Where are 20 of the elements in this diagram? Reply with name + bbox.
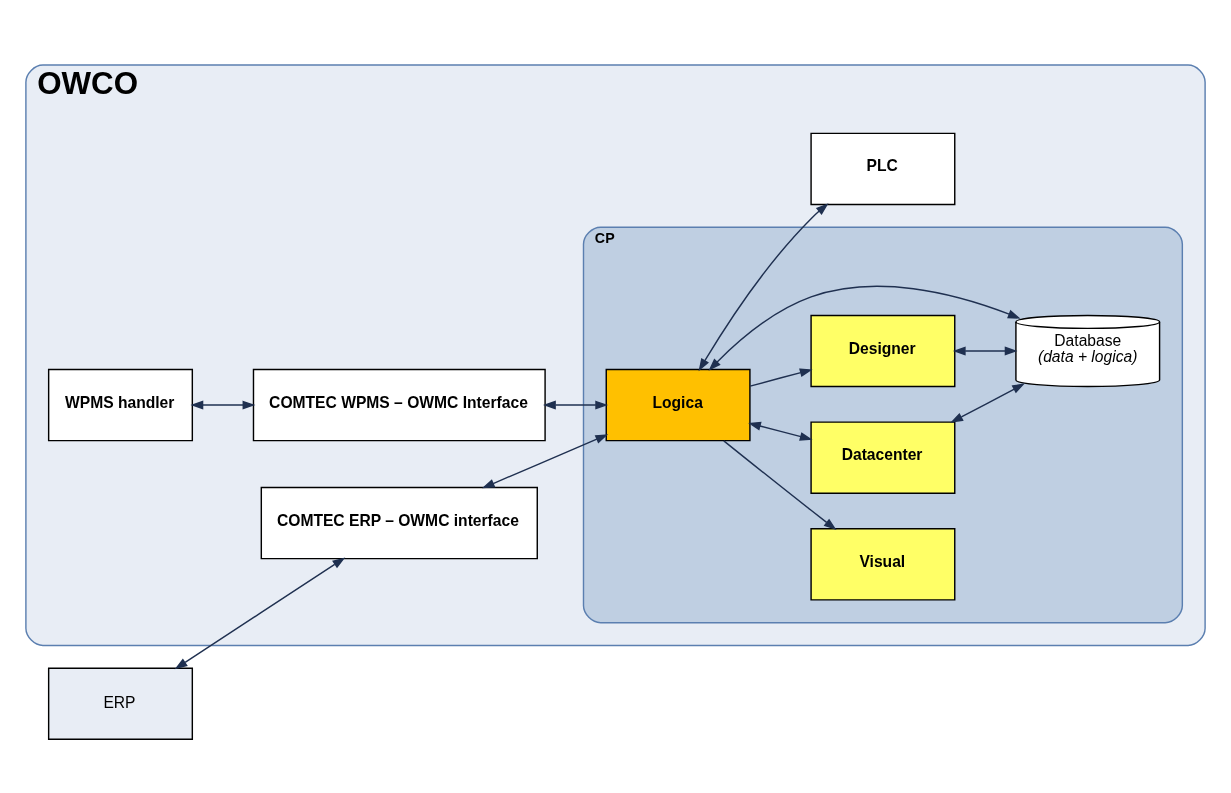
node-box: Visual bbox=[810, 528, 956, 601]
node-box: Datacenter bbox=[810, 421, 956, 494]
arrow bbox=[950, 383, 1025, 423]
arrow bbox=[749, 368, 813, 387]
arrow bbox=[190, 400, 256, 410]
arrow bbox=[708, 285, 1021, 371]
node-box: COMTEC ERP – OWMC interface bbox=[260, 486, 538, 560]
node-box: ERP bbox=[47, 667, 194, 740]
node-box: PLC bbox=[810, 132, 956, 206]
arrow bbox=[723, 440, 837, 531]
arrow bbox=[698, 203, 829, 372]
node-box: Designer bbox=[810, 314, 956, 388]
arrow bbox=[543, 400, 609, 410]
node-box: WPMS handler bbox=[47, 368, 194, 442]
arrow bbox=[748, 421, 813, 441]
arrow bbox=[174, 557, 346, 670]
arrow bbox=[952, 346, 1018, 356]
node-box: Logica bbox=[605, 368, 751, 442]
node-box: COMTEC WPMS – OWMC Interface bbox=[252, 368, 546, 442]
arrow bbox=[481, 434, 609, 489]
